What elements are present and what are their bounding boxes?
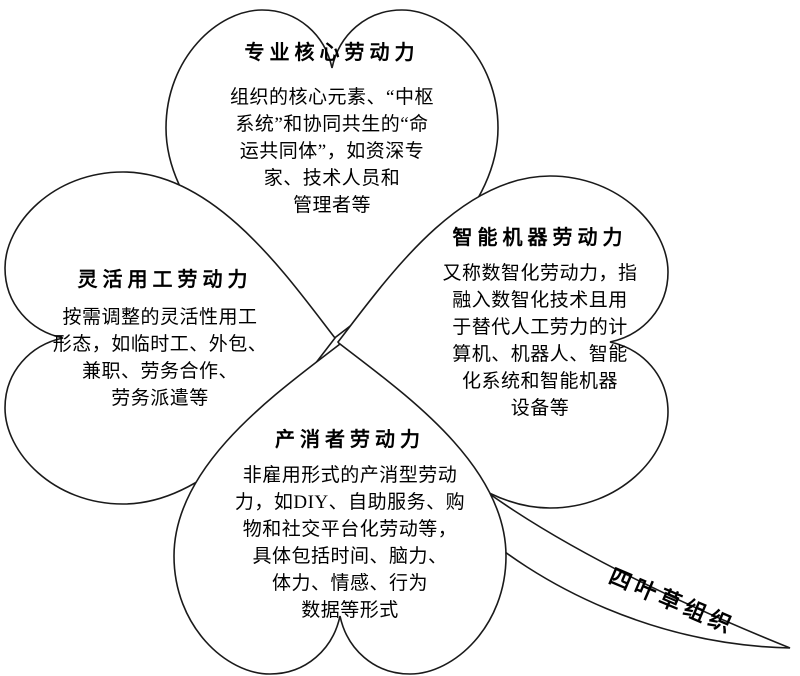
- leaf-bottom-title: 产消者劳动力: [275, 429, 425, 451]
- leaf-top-title: 专业核心劳动力: [244, 42, 420, 64]
- leaf-left-title: 灵活用工劳动力: [77, 269, 253, 291]
- leaf-right-title: 智能机器劳动力: [452, 227, 628, 249]
- leaf-top-body: 组织的核心元素、“中枢 系统”和协同共生的“命 运共同体”，如资深专 家、技术人…: [230, 87, 434, 216]
- leaf-left-body: 按需调整的灵活性用工 形态，如临时工、外包、 兼职、劳务合作、 劳务派遣等: [52, 307, 268, 409]
- leaf-bottom-body: 非雇用形式的产消型劳动 力，如DIY、自助服务、购 物和社交平台化劳动等， 具体…: [234, 465, 466, 621]
- leaf-right-body: 又称数智化劳动力，指 融入数智化技术且用 于替代人工劳力的计 算机、机器人、智能…: [442, 263, 638, 419]
- leaf-bottom-shape: [173, 342, 507, 675]
